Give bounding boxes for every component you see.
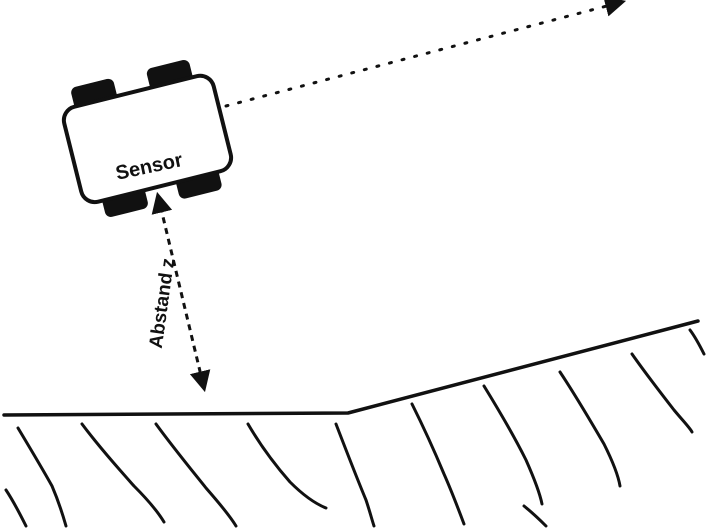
- hatch-stroke: [688, 328, 706, 356]
- hatch-stroke: [334, 422, 376, 528]
- hatch-stroke: [246, 422, 328, 510]
- hatch-stroke: [558, 370, 622, 488]
- hatch-stroke: [80, 422, 166, 524]
- hatch-stroke: [4, 488, 28, 528]
- hatch-stroke: [482, 384, 544, 506]
- ground-hatching: [4, 328, 706, 528]
- vehicle-body: [61, 73, 234, 205]
- hatch-stroke: [410, 402, 466, 526]
- hatch-stroke: [154, 422, 238, 528]
- hatch-stroke: [522, 504, 548, 528]
- ground-line: [2, 319, 700, 417]
- robot-vehicle-icon: [61, 59, 234, 217]
- direction-arrow: [224, 0, 627, 108]
- distance-label: Abstand z: [146, 257, 179, 350]
- hatch-stroke: [16, 426, 68, 528]
- hatch-stroke: [630, 352, 694, 434]
